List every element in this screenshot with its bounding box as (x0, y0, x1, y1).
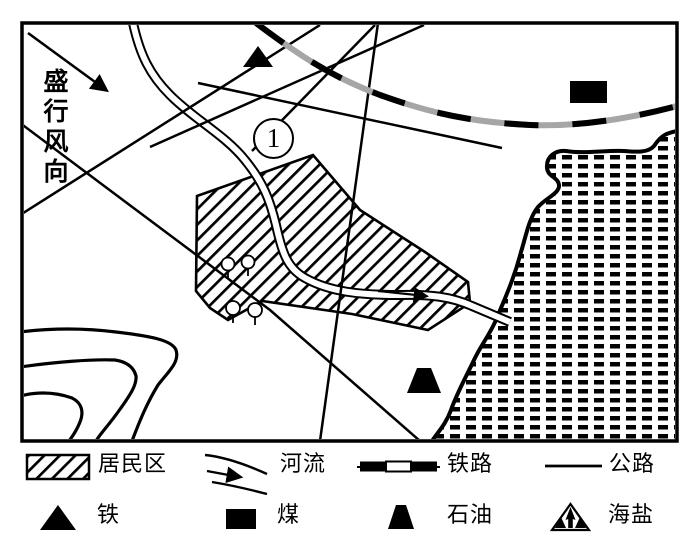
legend-iron-icon (40, 505, 76, 530)
salt-field-area (433, 131, 675, 439)
legend-railway-icon (357, 460, 440, 473)
legend-oil-label: 石油 (447, 502, 494, 527)
coal-deposit-icon (570, 81, 607, 103)
legend-coal-label: 煤 (277, 502, 301, 527)
tree-icon (220, 256, 236, 278)
river (128, 25, 512, 327)
tree-icons (220, 254, 263, 325)
tree-icon (225, 300, 241, 323)
railway (254, 25, 675, 129)
legend-railway-label: 铁路 (447, 451, 494, 476)
contour-lines (24, 327, 179, 439)
coastline (430, 129, 675, 439)
iron-deposit-icon (243, 46, 273, 67)
legend-coal-icon (226, 509, 256, 529)
road-line (197, 81, 503, 150)
legend-river-label: 河流 (280, 451, 327, 476)
road-line (24, 25, 321, 214)
wind-direction-label: 盛行风向 (40, 68, 67, 188)
map-frame (20, 21, 679, 443)
road-line (24, 124, 420, 439)
legend-iron-label: 铁 (97, 502, 121, 527)
road-line (149, 25, 425, 149)
legend-oil-icon (388, 505, 414, 529)
legend-road-label: 公路 (609, 451, 656, 476)
legend-residential-label: 居民区 (98, 451, 168, 476)
oil-deposit-icon (407, 368, 441, 393)
legend-sea-salt-label: 海盐 (608, 502, 655, 527)
legend-symbols (25, 453, 602, 532)
legend-river-icon (204, 453, 268, 496)
legend-residential-swatch (25, 453, 91, 481)
wind-direction-arrow (27, 31, 109, 93)
legend-sea-salt-icon (549, 502, 592, 532)
area-marker-1: 1 (253, 118, 294, 159)
tree-icon (247, 302, 263, 325)
river-flow-arrow (377, 287, 430, 303)
tree-icon (240, 254, 256, 276)
